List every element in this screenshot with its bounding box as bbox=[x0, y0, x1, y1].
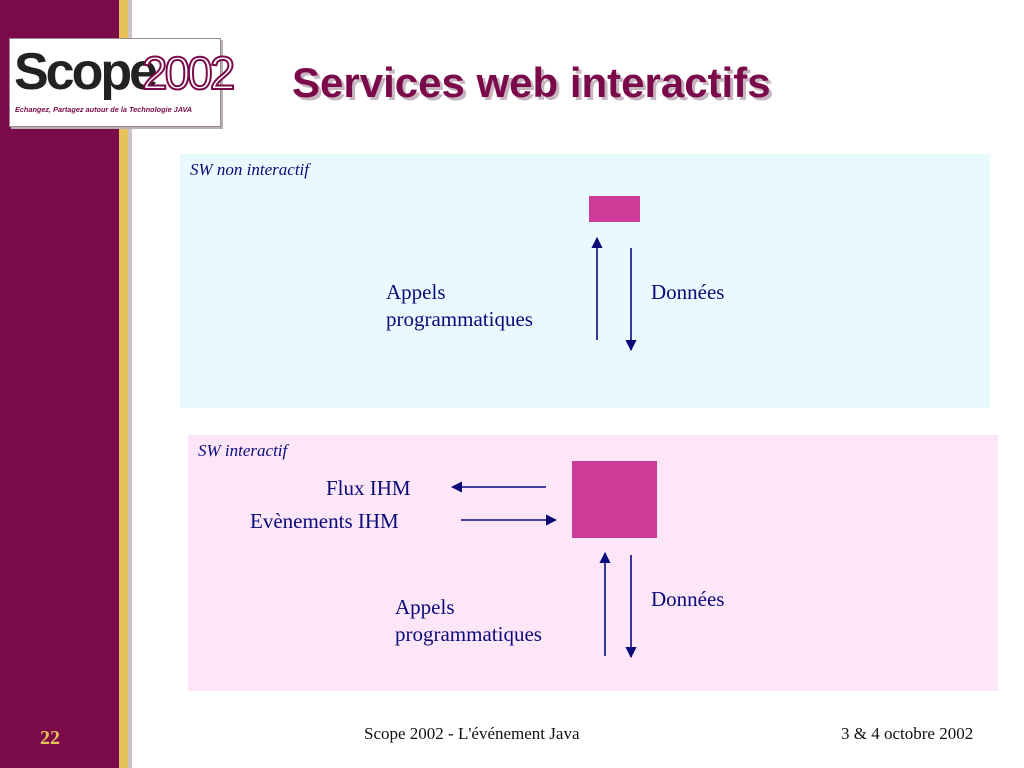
sidebar-band bbox=[0, 0, 119, 768]
label-programmatiques: programmatiques bbox=[386, 307, 533, 331]
label-donnees: Données bbox=[651, 280, 725, 304]
footer-event: Scope 2002 - L'événement Java bbox=[364, 724, 580, 743]
logo-word: Scope bbox=[14, 43, 158, 101]
logo-tagline: Echangez, Partagez autour de la Technolo… bbox=[15, 105, 193, 114]
service-block-large bbox=[572, 461, 657, 538]
footer-dates: 3 & 4 octobre 2002 bbox=[841, 724, 974, 743]
label-appels: Appels bbox=[386, 280, 446, 304]
sidebar-gold-stripe bbox=[119, 0, 128, 768]
logo-year: 2002 bbox=[141, 46, 236, 100]
slide-number: 22 bbox=[40, 727, 60, 749]
slide-title: Services web interactifs bbox=[292, 59, 771, 106]
label-donnees: Données bbox=[651, 587, 725, 611]
label-appels: Appels bbox=[395, 595, 455, 619]
scope-2002-logo: Scope 2002 Echangez, Partagez autour de … bbox=[9, 38, 236, 127]
service-block-small bbox=[589, 196, 640, 222]
label-programmatiques: programmatiques bbox=[395, 622, 542, 646]
panel-caption: SW interactif bbox=[198, 441, 288, 460]
panel-caption: SW non interactif bbox=[190, 160, 309, 179]
sidebar-shadow-stripe bbox=[128, 0, 132, 768]
panel-sw-non-interactif: SW non interactif bbox=[180, 154, 990, 408]
label-flux-ihm: Flux IHM bbox=[326, 476, 411, 500]
label-evenements-ihm: Evènements IHM bbox=[250, 509, 399, 533]
